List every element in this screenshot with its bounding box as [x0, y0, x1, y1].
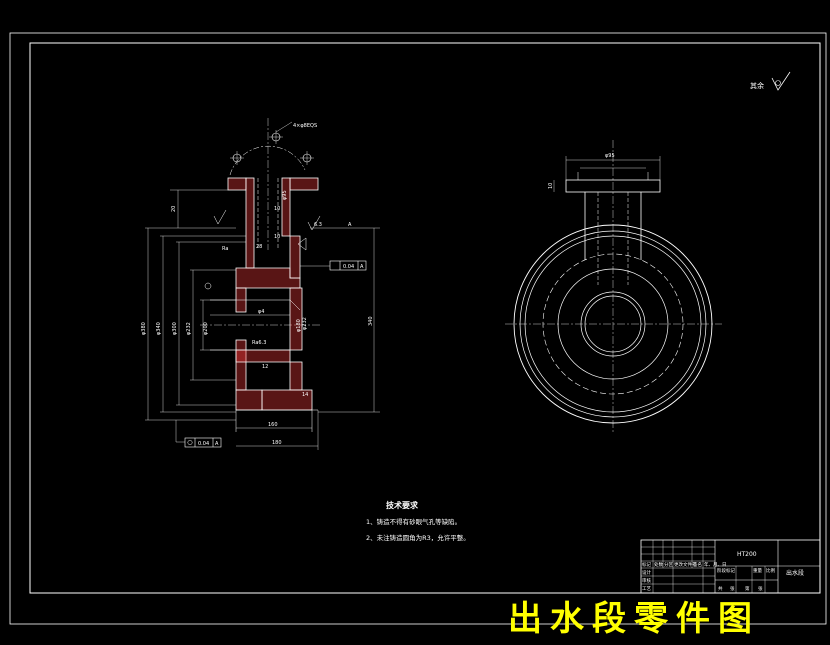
roughness-symbol-icon [771, 71, 791, 91]
svg-text:重量: 重量 [753, 567, 762, 574]
flange-holes-dim: 4×φ8EQS [293, 123, 317, 129]
svg-text:工艺: 工艺 [642, 586, 651, 592]
svg-text:第: 第 [745, 585, 750, 592]
svg-text:A: A [360, 264, 364, 270]
datum-label: A [348, 222, 352, 228]
svg-text:设计: 设计 [642, 569, 651, 576]
tech-title: 技术要求 [386, 500, 419, 510]
right-1-dim: φ232 [302, 317, 308, 330]
surface-note-label: 其余 [750, 81, 764, 90]
svg-text:0.04: 0.04 [343, 264, 354, 270]
small-1-dim: 10 [274, 234, 280, 240]
id-3-dim: φ200 [203, 322, 209, 335]
drawing-caption: 出水段零件图 [508, 599, 760, 639]
side-top-dim: φ95 [605, 153, 615, 159]
hub-len-dim: Ra6.3 [252, 340, 266, 346]
width-2-dim: 180 [272, 440, 282, 446]
width-1-dim: 160 [268, 422, 278, 428]
svg-text:A: A [215, 441, 219, 447]
ra-value-right: 6.3 [314, 222, 322, 228]
od-2-dim: φ340 [156, 322, 162, 335]
tech-requirements: 技术要求 1、铸造不得有砂眼气孔等缺陷。 2、未注铸造圆角为R3，允许平整。 [366, 500, 470, 542]
svg-text:阶段标记: 阶段标记 [717, 567, 735, 574]
side-h-dim: 10 [548, 183, 554, 189]
part-name-label: 出水段 [786, 569, 804, 577]
small-3-dim: 12 [262, 364, 268, 370]
tech-item-1: 1、铸造不得有砂眼气孔等缺陷。 [366, 517, 461, 526]
svg-text:张: 张 [758, 585, 763, 592]
side-view: φ95 10 [505, 140, 722, 432]
svg-text:签名: 签名 [693, 561, 702, 568]
roughness-symbol-icon [213, 209, 227, 225]
svg-text:0.04: 0.04 [198, 441, 209, 447]
ra-label-left: Ra [222, 246, 228, 252]
od-1-dim: φ380 [141, 322, 147, 335]
svg-text:更改文件号: 更改文件号 [674, 561, 697, 568]
top-width-dim: φ95 [282, 190, 288, 200]
svg-text:共: 共 [718, 585, 723, 592]
tech-item-2: 2、未注铸造圆角为R3，允许平整。 [366, 533, 470, 542]
svg-text:分区: 分区 [664, 561, 673, 568]
od-3-dim: φ300 [172, 322, 178, 335]
front-section-view: 4×φ8EQS [141, 118, 380, 450]
svg-text:审核: 审核 [642, 577, 651, 584]
outer-frame [9, 32, 827, 625]
bore-len-dim: φ4 [258, 309, 264, 315]
svg-text:张: 张 [730, 585, 735, 592]
material-label: HT200 [737, 551, 757, 558]
id-1-dim: φ232 [186, 322, 192, 335]
small-2-dim: 14 [302, 392, 308, 398]
svg-text:标记: 标记 [642, 561, 651, 568]
title-block: HT200 出水段 标记 设计 审核 工艺 处数 分区 更改文件号 签名 年、月… [640, 539, 821, 594]
neck-height-dim: 20 [171, 206, 177, 212]
roughness-symbol-icon [307, 215, 321, 231]
total-height-dim: 340 [368, 316, 374, 326]
gtol-frame-bottom: 0.04 A [175, 420, 222, 448]
svg-text:处数: 处数 [654, 561, 663, 568]
gtol-frame-right: 0.04 A [300, 260, 367, 271]
inner-frame [29, 42, 821, 594]
id-2-dim: φ180 [296, 319, 302, 332]
svg-text:比例: 比例 [766, 567, 775, 574]
flange-thickness-dim: 10 [274, 206, 280, 212]
svg-text:年、月、日: 年、月、日 [704, 561, 727, 568]
inner-step-dim: 28 [256, 244, 262, 250]
surface-finish-note: 其余 [750, 71, 791, 91]
